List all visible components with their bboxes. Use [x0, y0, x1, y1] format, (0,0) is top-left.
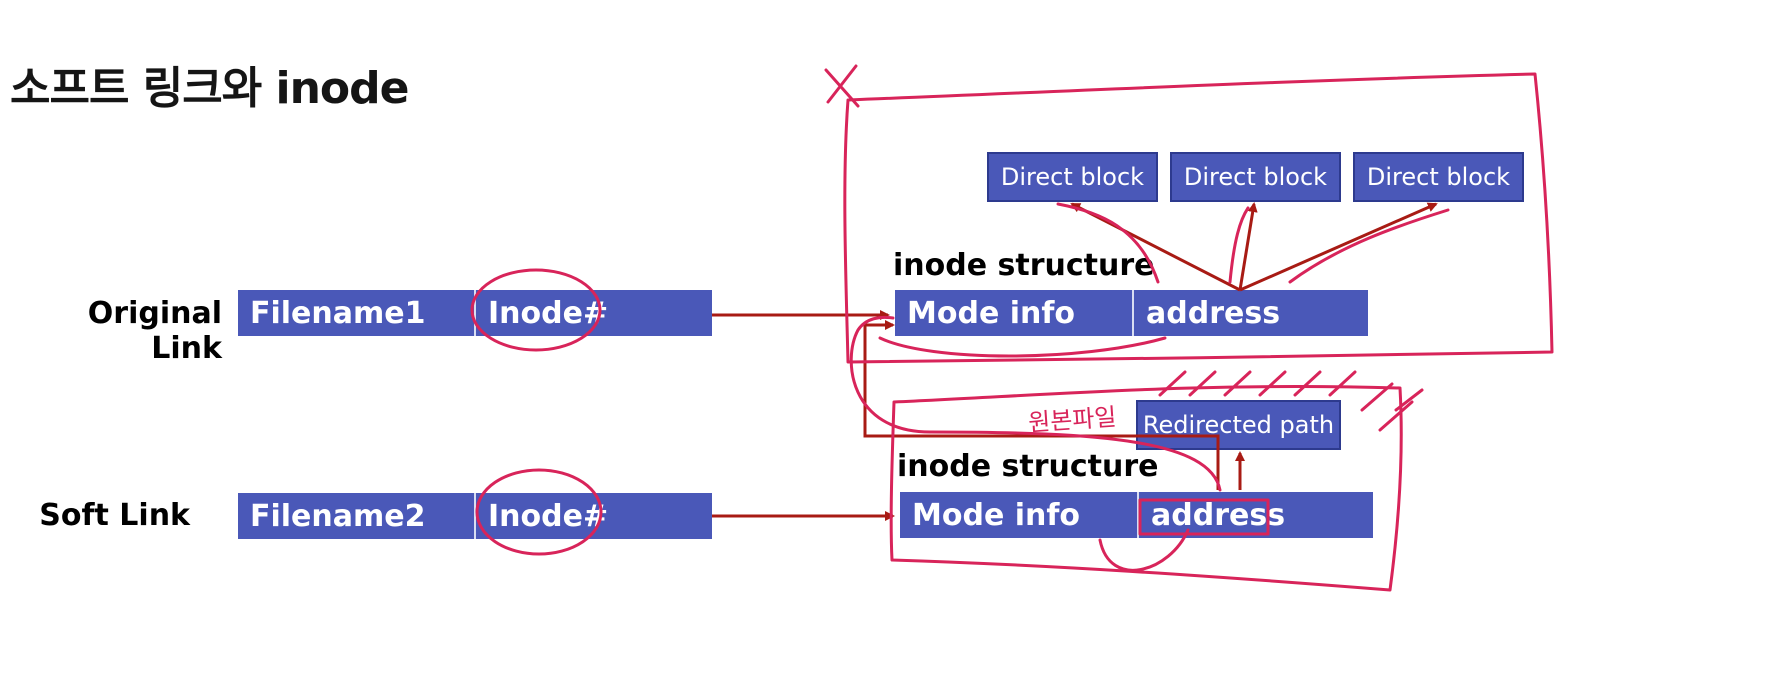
- filename1-cell: Filename1: [250, 295, 426, 331]
- handwritten-annotation: 원본파일: [1027, 402, 1118, 438]
- inode-structure-heading-upper: inode structure: [893, 248, 1155, 283]
- direct-block-1: Direct block: [987, 152, 1158, 202]
- slide-title: 소프트 링크와 inode: [10, 63, 409, 114]
- arrow-address-to-block-2: [1238, 202, 1258, 291]
- address-cell-upper: address: [1132, 290, 1368, 336]
- inode-number-cell-soft: Inode#: [474, 493, 712, 539]
- pen-underline-mode-info: [878, 336, 1167, 358]
- direct-block-2: Direct block: [1170, 152, 1341, 202]
- soft-link-label: Soft Link: [39, 498, 190, 533]
- inode-structure-upper: Mode info address: [895, 290, 1368, 336]
- soft-link-entry: Filename2 Inode#: [238, 493, 712, 539]
- address-cell-lower: address: [1137, 492, 1373, 538]
- original-link-label: Original Link: [87, 296, 222, 366]
- inode-structure-heading-lower: inode structure: [897, 449, 1159, 484]
- mode-info-cell-upper: Mode info: [907, 295, 1076, 331]
- filename2-cell: Filename2: [250, 498, 426, 534]
- redirected-path-block: Redirected path: [1136, 400, 1341, 450]
- pen-cross-mark: [824, 64, 860, 108]
- mode-info-cell-lower: Mode info: [912, 497, 1081, 533]
- original-link-entry: Filename1 Inode#: [238, 290, 712, 336]
- direct-block-3: Direct block: [1353, 152, 1524, 202]
- inode-structure-lower: Mode info address: [900, 492, 1373, 538]
- inode-number-cell-original: Inode#: [474, 290, 712, 336]
- arrow-address-to-block-3: [1239, 202, 1438, 292]
